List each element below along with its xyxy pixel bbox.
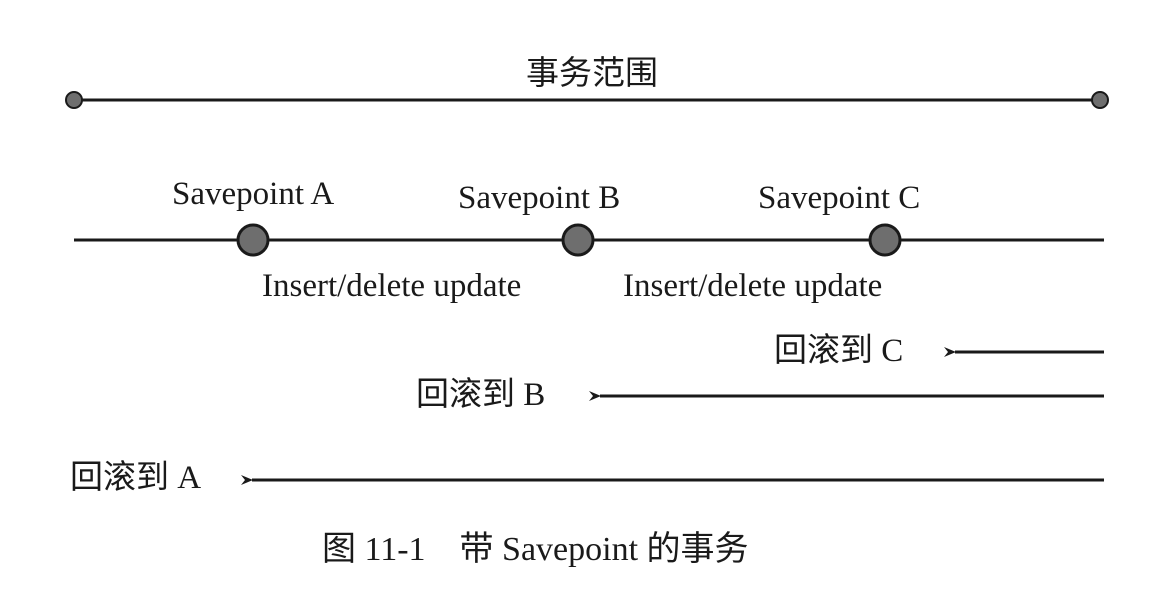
operation-label-2: Insert/delete update (623, 268, 883, 304)
scope-start-dot (65, 91, 83, 109)
savepoint-c-node (868, 223, 902, 257)
figure-caption: 图 11-1 带 Savepoint 的事务 (322, 531, 749, 568)
scope-end-dot (1091, 91, 1109, 109)
savepoint-c-label: Savepoint C (758, 180, 921, 216)
savepoint-a-node (236, 223, 270, 257)
scope-label: 事务范围 (526, 56, 658, 92)
savepoint-b-label: Savepoint B (458, 180, 621, 216)
rollback-c-label: 回滚到 C (774, 333, 904, 369)
savepoint-a-label: Savepoint A (172, 176, 335, 212)
savepoint-b-node (561, 223, 595, 257)
operation-label-1: Insert/delete update (262, 268, 522, 304)
rollback-a-label: 回滚到 A (70, 460, 202, 496)
rollback-b-label: 回滚到 B (416, 377, 546, 413)
